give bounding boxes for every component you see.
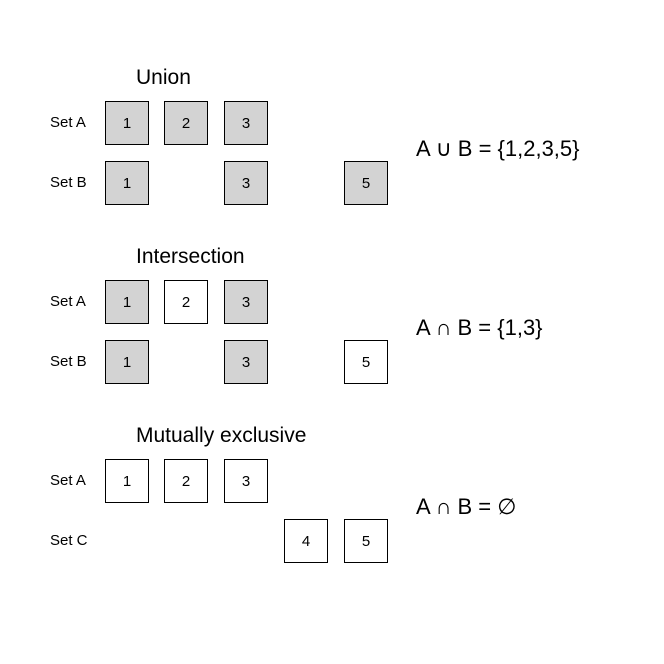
- mutually-exclusive-title: Mutually exclusive: [136, 424, 307, 447]
- intersection-set-a-element-box: 1: [105, 280, 149, 324]
- mutually-exclusive-set-c-label: Set C: [50, 532, 88, 549]
- intersection-title: Intersection: [136, 245, 245, 268]
- mutually-exclusive-set-c-element-box: 5: [344, 519, 388, 563]
- union-formula: A ∪ B = {1,2,3,5}: [416, 136, 580, 161]
- mutually-exclusive-set-a-element-box: 2: [164, 459, 208, 503]
- union-set-b-element-box: 3: [224, 161, 268, 205]
- intersection-set-b-element-box: 5: [344, 340, 388, 384]
- union-title: Union: [136, 66, 191, 89]
- union-set-b-element-box: 1: [105, 161, 149, 205]
- mutually-exclusive-formula: A ∩ B = ∅: [416, 494, 517, 519]
- mutually-exclusive-set-c-element-box: 4: [284, 519, 328, 563]
- intersection-set-a-element-box: 3: [224, 280, 268, 324]
- intersection-set-a-label: Set A: [50, 293, 86, 310]
- union-set-a-label: Set A: [50, 114, 86, 131]
- union-set-a-element-box: 3: [224, 101, 268, 145]
- mutually-exclusive-set-a-element-box: 3: [224, 459, 268, 503]
- union-set-a-element-box: 2: [164, 101, 208, 145]
- intersection-formula: A ∩ B = {1,3}: [416, 315, 543, 340]
- intersection-set-b-label: Set B: [50, 353, 87, 370]
- intersection-set-a-element-box: 2: [164, 280, 208, 324]
- intersection-set-b-element-box: 3: [224, 340, 268, 384]
- union-set-b-element-box: 5: [344, 161, 388, 205]
- union-set-a-element-box: 1: [105, 101, 149, 145]
- mutually-exclusive-set-a-element-box: 1: [105, 459, 149, 503]
- union-set-b-label: Set B: [50, 174, 87, 191]
- mutually-exclusive-set-a-label: Set A: [50, 472, 86, 489]
- intersection-set-b-element-box: 1: [105, 340, 149, 384]
